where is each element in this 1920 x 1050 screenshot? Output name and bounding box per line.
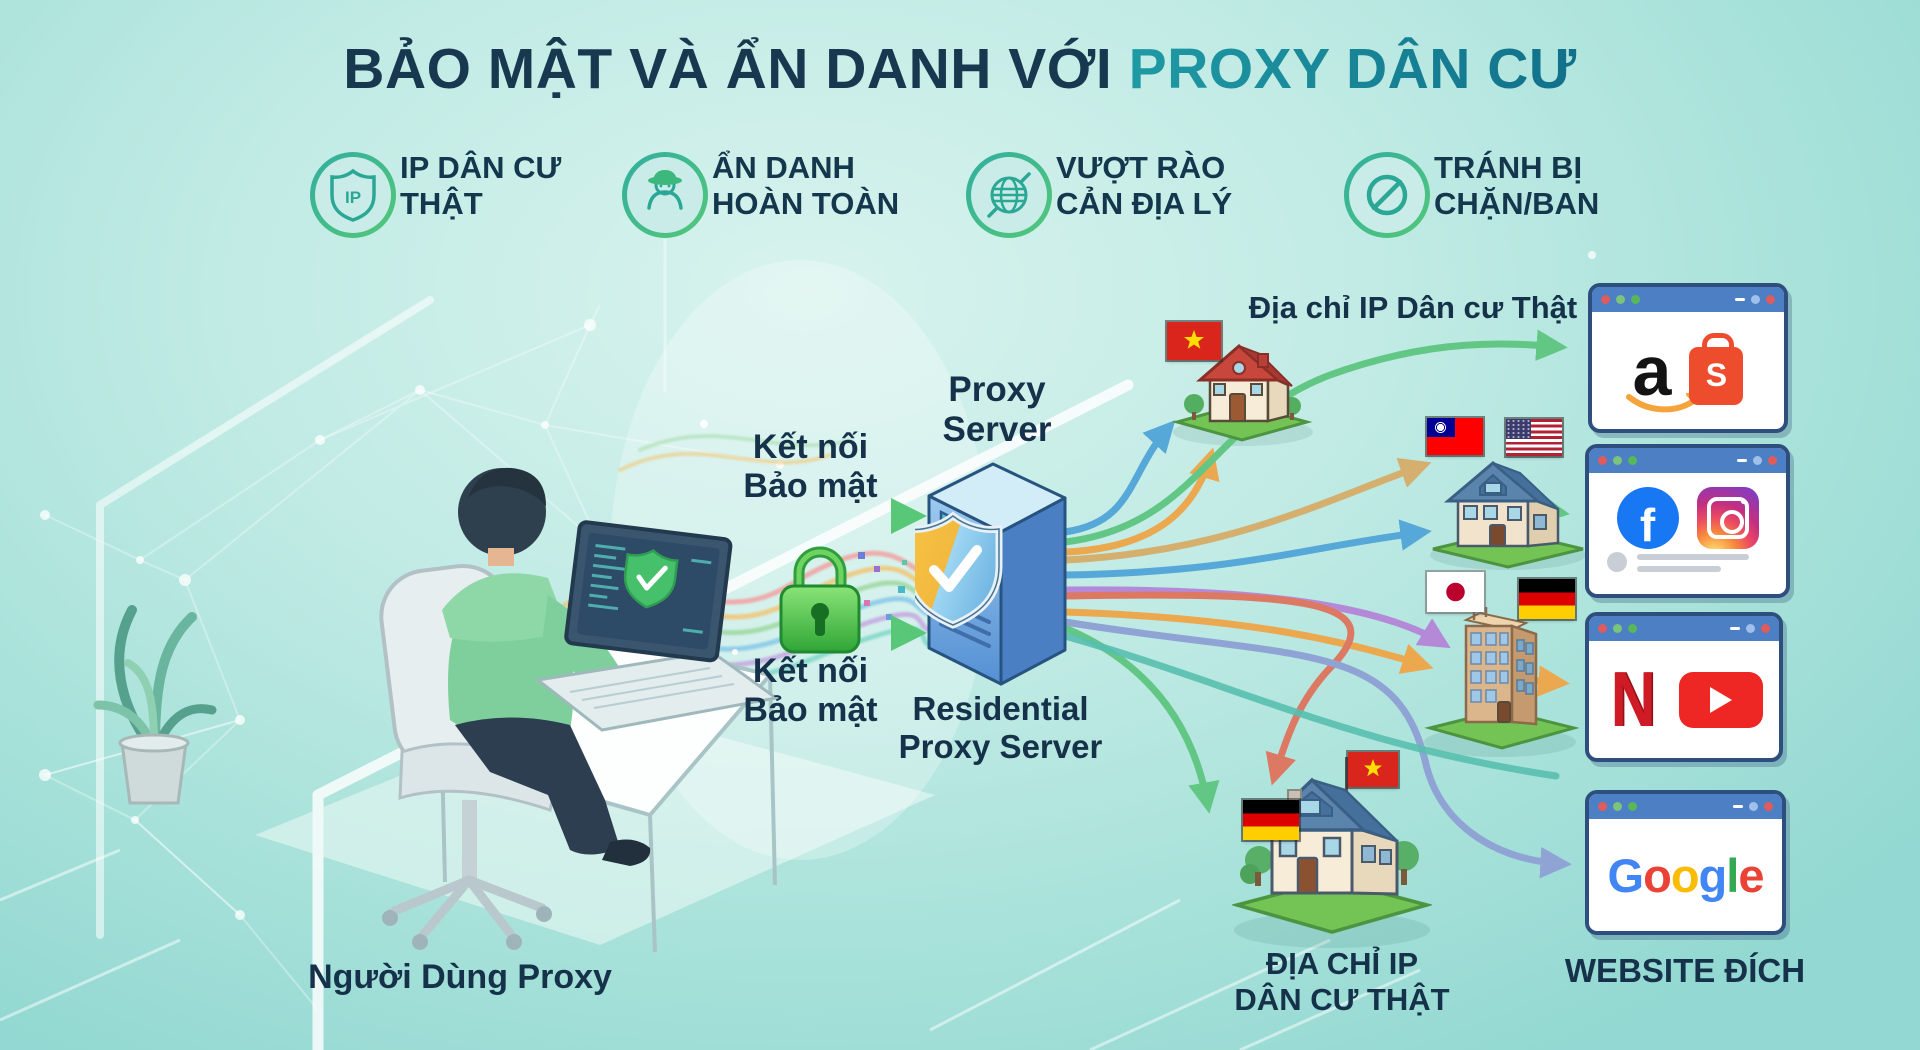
- vietnam-flag-icon-2: [1346, 750, 1400, 789]
- proxy-server-label: Proxy Server: [942, 370, 1052, 450]
- feature-label-3: VƯỢT RÀO CẢN ĐỊA LÝ: [1056, 150, 1233, 221]
- browser-titlebar: [1589, 616, 1779, 641]
- facebook-logo: f: [1616, 487, 1679, 549]
- ip-shield-icon: IP: [310, 152, 396, 238]
- residential-building-japan-germany: [1424, 607, 1579, 750]
- browser-titlebar: [1589, 448, 1786, 473]
- residential-house-germany-vietnam: [1232, 757, 1432, 934]
- page-title: BẢO MẬT VÀ ẨN DANH VỚI PROXY DÂN CƯ: [0, 36, 1920, 102]
- maximize-icon: [1749, 802, 1758, 811]
- youtube-logo: [1679, 671, 1764, 728]
- residential-house-vietnam: [1172, 344, 1312, 442]
- maximize-icon: [1746, 624, 1755, 633]
- secure-connection-label-top: Kết nối Bảo mật: [743, 428, 878, 506]
- browser-window-google: Google: [1585, 790, 1786, 935]
- usa-flag-icon: [1504, 417, 1564, 458]
- maximize-icon: [1751, 295, 1760, 304]
- feature-label-1: IP DÂN CƯ THẬT: [400, 150, 562, 221]
- instagram-logo: [1696, 487, 1759, 549]
- close-icon: [1761, 624, 1770, 633]
- google-logo: Google: [1607, 848, 1765, 902]
- title-highlight: PROXY DÂN CƯ: [1128, 37, 1577, 101]
- anonymous-user-icon: [622, 152, 708, 238]
- amazon-logo: a: [1625, 336, 1698, 412]
- maximize-icon: [1753, 456, 1762, 465]
- minimize-icon: [1730, 627, 1740, 630]
- minimize-icon: [1735, 298, 1745, 301]
- proxy-user-illustration: [379, 467, 780, 953]
- minimize-icon: [1737, 459, 1747, 462]
- residential-house-taiwan-usa: [1432, 461, 1584, 569]
- title-text: BẢO MẬT VÀ ẨN DANH VỚI: [343, 37, 1129, 101]
- minimize-icon: [1733, 805, 1743, 808]
- germany-flag-icon: [1517, 577, 1577, 621]
- blocked-icon: [1344, 152, 1430, 238]
- browser-window-amazon-shopee: a S: [1588, 283, 1788, 433]
- browser-window-netflix-youtube: N: [1585, 612, 1783, 762]
- browser-titlebar: [1589, 794, 1782, 819]
- close-icon: [1766, 295, 1775, 304]
- browser-window-facebook-instagram: f: [1585, 444, 1790, 598]
- ip-badge-text: IP: [345, 188, 361, 207]
- proxy-server-illustration: [915, 462, 1067, 686]
- proxy-user-label: Người Dùng Proxy: [308, 958, 612, 996]
- germany-flag-icon-2: [1241, 798, 1301, 842]
- close-icon: [1768, 456, 1777, 465]
- taiwan-flag-icon: [1425, 416, 1485, 457]
- shopee-logo: S: [1689, 332, 1744, 405]
- residential-ip-top-label: Địa chỉ IP Dân cư Thật: [1248, 290, 1578, 325]
- feature-label-4: TRÁNH BỊ CHẶN/BAN: [1434, 150, 1600, 221]
- residential-ip-bottom-label: ĐỊA CHỈ IP DÂN CƯ THẬT: [1234, 946, 1450, 1017]
- residential-proxy-label: Residential Proxy Server: [898, 690, 1103, 765]
- secure-connection-label-bottom: Kết nối Bảo mật: [743, 652, 878, 730]
- plant-decoration: [93, 605, 217, 805]
- vietnam-flag-icon: [1165, 320, 1223, 362]
- feature-label-2: ẨN DANH HOÀN TOÀN: [712, 150, 900, 221]
- globe-icon: [966, 152, 1052, 238]
- japan-flag-icon: [1425, 570, 1486, 614]
- padlock-icon: [779, 546, 861, 654]
- browser-titlebar: [1592, 287, 1784, 312]
- website-destination-label: WEBSITE ĐÍCH: [1564, 952, 1806, 989]
- netflix-logo: N: [1610, 655, 1656, 743]
- close-icon: [1764, 802, 1773, 811]
